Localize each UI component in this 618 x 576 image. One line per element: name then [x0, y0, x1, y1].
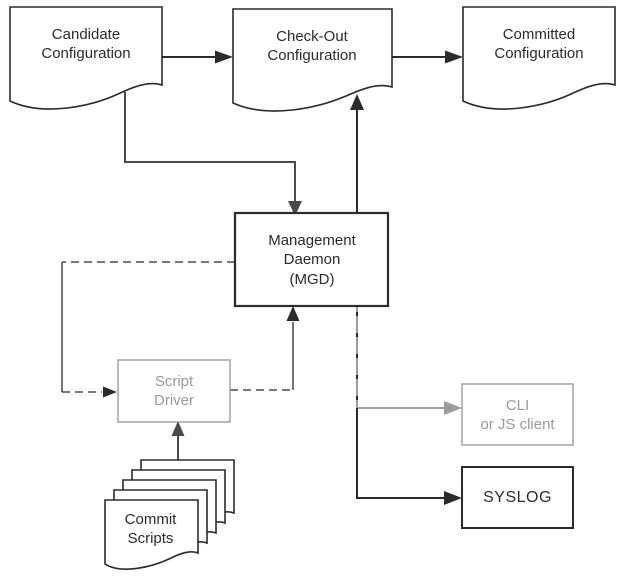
arrow-mgd-to-syslog: [356, 408, 462, 505]
cli-client-label: CLI or JS client: [480, 396, 555, 434]
arrow-candidate-to-mgd: [124, 92, 302, 216]
commit-scripts-front-document: [104, 499, 199, 570]
script-driver-label: Script Driver: [154, 372, 194, 410]
arrow-mgd-to-checkout: [350, 94, 364, 213]
arrow-mgd-to-cli: [356, 306, 462, 415]
checkout-config-document: [232, 8, 393, 112]
mgd-box: [233, 211, 390, 308]
script-driver-box: [117, 359, 231, 423]
syslog-box: [461, 466, 574, 529]
arrow-candidate-to-checkout: [162, 50, 233, 64]
dashed-arrow-mgd-to-script-driver: [61, 261, 235, 398]
arrow-checkout-to-committed: [392, 50, 463, 64]
committed-config-document: [462, 6, 616, 110]
commit-scripts-stack: [104, 459, 235, 570]
candidate-config-document: [9, 6, 163, 110]
arrow-commit-scripts-to-script-driver: [171, 421, 185, 460]
checkout-config-label: Check-Out Configuration: [267, 27, 357, 65]
mgd-label: Management Daemon (MGD): [268, 231, 356, 288]
dashed-arrow-script-driver-to-mgd: [230, 306, 300, 391]
cli-client-box: [461, 383, 574, 446]
committed-config-label: Committed Configuration: [494, 25, 584, 63]
syslog-label: SYSLOG: [483, 489, 552, 507]
commit-scripts-label: Commit Scripts: [124, 510, 177, 548]
candidate-config-label: Candidate Configuration: [41, 25, 131, 63]
